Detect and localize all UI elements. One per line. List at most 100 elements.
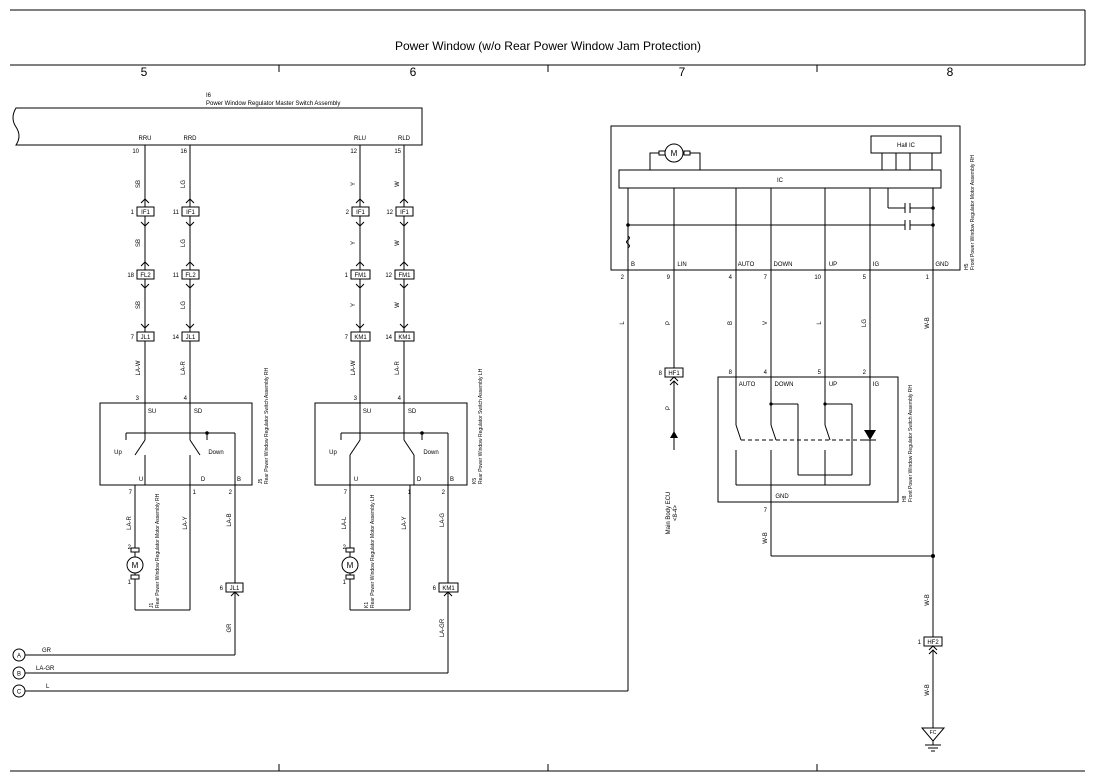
svg-text:14: 14 bbox=[385, 335, 392, 341]
svg-text:12: 12 bbox=[386, 210, 393, 216]
wire-color: Y bbox=[351, 241, 357, 245]
svg-text:14: 14 bbox=[172, 335, 179, 341]
svg-text:SD: SD bbox=[408, 409, 417, 415]
svg-text:2: 2 bbox=[346, 210, 350, 216]
wire-color: LA-W bbox=[136, 360, 142, 375]
svg-text:6: 6 bbox=[220, 586, 224, 592]
svg-text:B: B bbox=[728, 321, 734, 325]
svg-text:Rear Power Window Regulator Sw: Rear Power Window Regulator Switch Assem… bbox=[478, 368, 484, 484]
master-pin: 16 bbox=[180, 149, 187, 155]
svg-text:SU: SU bbox=[363, 409, 371, 415]
wire-color: SB bbox=[136, 180, 142, 188]
svg-text:1: 1 bbox=[131, 210, 135, 216]
svg-text:Up: Up bbox=[114, 450, 122, 456]
svg-text:7: 7 bbox=[764, 275, 768, 281]
ecu-connector: HF1 8 P Main Body ECU <8-4> bbox=[659, 367, 684, 534]
svg-text:L: L bbox=[620, 321, 626, 325]
svg-text:7: 7 bbox=[344, 490, 348, 496]
svg-text:IF1: IF1 bbox=[356, 210, 365, 216]
svg-text:B: B bbox=[17, 672, 21, 678]
svg-text:1: 1 bbox=[345, 273, 349, 279]
svg-text:8: 8 bbox=[659, 371, 663, 377]
svg-text:2: 2 bbox=[343, 545, 347, 551]
rear-rh-ground-wire: LA-B JL1 6 GR bbox=[220, 485, 244, 655]
svg-text:12: 12 bbox=[385, 273, 392, 279]
svg-text:LIN: LIN bbox=[677, 262, 686, 268]
svg-text:UP: UP bbox=[829, 262, 837, 268]
front-motor-assembly: IC Hall IC M B LIN AUTO DO bbox=[610, 125, 976, 281]
column-number: 6 bbox=[410, 65, 417, 79]
svg-text:M: M bbox=[132, 561, 139, 570]
svg-text:V: V bbox=[763, 321, 769, 325]
rear-lh-switch: 3 4 SU SD Up Down U D B 7 1 2 K5 Rear Po… bbox=[314, 368, 484, 496]
connector-rlu-if1: IF1 2 bbox=[346, 198, 370, 227]
svg-text:KM1: KM1 bbox=[354, 335, 367, 341]
svg-text:IG: IG bbox=[873, 262, 880, 268]
svg-text:11: 11 bbox=[173, 273, 180, 279]
svg-text:FC: FC bbox=[930, 730, 937, 736]
svg-text:FM1: FM1 bbox=[399, 273, 412, 279]
master-pin: 12 bbox=[350, 149, 357, 155]
svg-text:7: 7 bbox=[345, 335, 349, 341]
svg-text:FL2: FL2 bbox=[185, 273, 196, 279]
svg-text:DOWN: DOWN bbox=[775, 382, 794, 388]
master-switch-name: Power Window Regulator Master Switch Ass… bbox=[206, 101, 340, 107]
svg-text:DOWN: DOWN bbox=[774, 262, 793, 268]
wire-color: LA-R bbox=[181, 360, 187, 374]
svg-text:FM1: FM1 bbox=[355, 273, 368, 279]
svg-text:K1: K1 bbox=[364, 602, 370, 608]
wire-color: W bbox=[395, 181, 401, 187]
connector-rru-if1: IF1 1 bbox=[131, 198, 155, 227]
svg-text:2: 2 bbox=[229, 490, 233, 496]
svg-text:LA-Y: LA-Y bbox=[402, 516, 408, 529]
svg-text:11: 11 bbox=[173, 210, 180, 216]
svg-text:W-B: W-B bbox=[925, 684, 931, 696]
connector-rru-fl2: FL2 18 bbox=[127, 261, 155, 289]
svg-text:JL1: JL1 bbox=[186, 335, 196, 341]
bus-lines: A B C GR LA-GR L bbox=[12, 270, 629, 698]
connector-rlu-km1: KM1 7 bbox=[345, 323, 371, 342]
master-switch-body bbox=[12, 107, 423, 146]
svg-text:JL1: JL1 bbox=[141, 335, 151, 341]
svg-text:L: L bbox=[46, 684, 50, 690]
svg-text:LG: LG bbox=[862, 319, 868, 327]
svg-text:7: 7 bbox=[129, 490, 133, 496]
svg-text:IF1: IF1 bbox=[400, 210, 409, 216]
connector-rru-jl1: JL1 7 bbox=[131, 323, 155, 342]
svg-text:U: U bbox=[354, 477, 358, 483]
svg-text:SU: SU bbox=[148, 409, 156, 415]
rear-lh-motor: M 2 1 LA-L LA-Y K1 Rear Power Window Reg… bbox=[341, 485, 411, 611]
svg-text:LA-Y: LA-Y bbox=[183, 516, 189, 529]
connector-rrd-fl2: FL2 11 bbox=[173, 261, 200, 289]
svg-text:LA-B: LA-B bbox=[227, 513, 233, 526]
svg-text:1: 1 bbox=[926, 275, 930, 281]
svg-text:Up: Up bbox=[329, 450, 337, 456]
svg-text:LA-L: LA-L bbox=[342, 516, 348, 529]
svg-text:Down: Down bbox=[423, 450, 438, 456]
svg-text:JL1: JL1 bbox=[230, 586, 240, 592]
master-terminal: RRD bbox=[184, 136, 198, 142]
svg-text:UP: UP bbox=[829, 382, 837, 388]
rear-rh-motor: M 2 1 LA-R LA-Y J1 Rear Power Window Reg… bbox=[126, 485, 191, 611]
master-terminal: RLD bbox=[398, 136, 411, 142]
svg-text:GND: GND bbox=[775, 494, 789, 500]
svg-text:LA-G: LA-G bbox=[440, 513, 446, 527]
svg-text:2: 2 bbox=[442, 490, 446, 496]
svg-text:AUTO: AUTO bbox=[739, 382, 756, 388]
svg-text:Rear Power Window Regulator Mo: Rear Power Window Regulator Motor Assemb… bbox=[370, 494, 376, 608]
svg-text:Hall IC: Hall IC bbox=[897, 143, 916, 149]
svg-text:18: 18 bbox=[127, 273, 134, 279]
svg-text:4: 4 bbox=[729, 275, 733, 281]
wire-color: LG bbox=[181, 180, 187, 188]
svg-text:M: M bbox=[347, 561, 354, 570]
svg-text:2: 2 bbox=[863, 370, 867, 376]
svg-text:8: 8 bbox=[729, 370, 733, 376]
master-terminal: RRU bbox=[139, 136, 152, 142]
svg-text:Front Power Window Regulator M: Front Power Window Regulator Motor Assem… bbox=[970, 155, 976, 270]
svg-text:2: 2 bbox=[128, 545, 132, 551]
wire-color: SB bbox=[136, 239, 142, 247]
svg-text:Rear Power Window Regulator Sw: Rear Power Window Regulator Switch Assem… bbox=[264, 367, 270, 484]
svg-text:M: M bbox=[671, 149, 678, 158]
svg-text:FL2: FL2 bbox=[140, 273, 151, 279]
